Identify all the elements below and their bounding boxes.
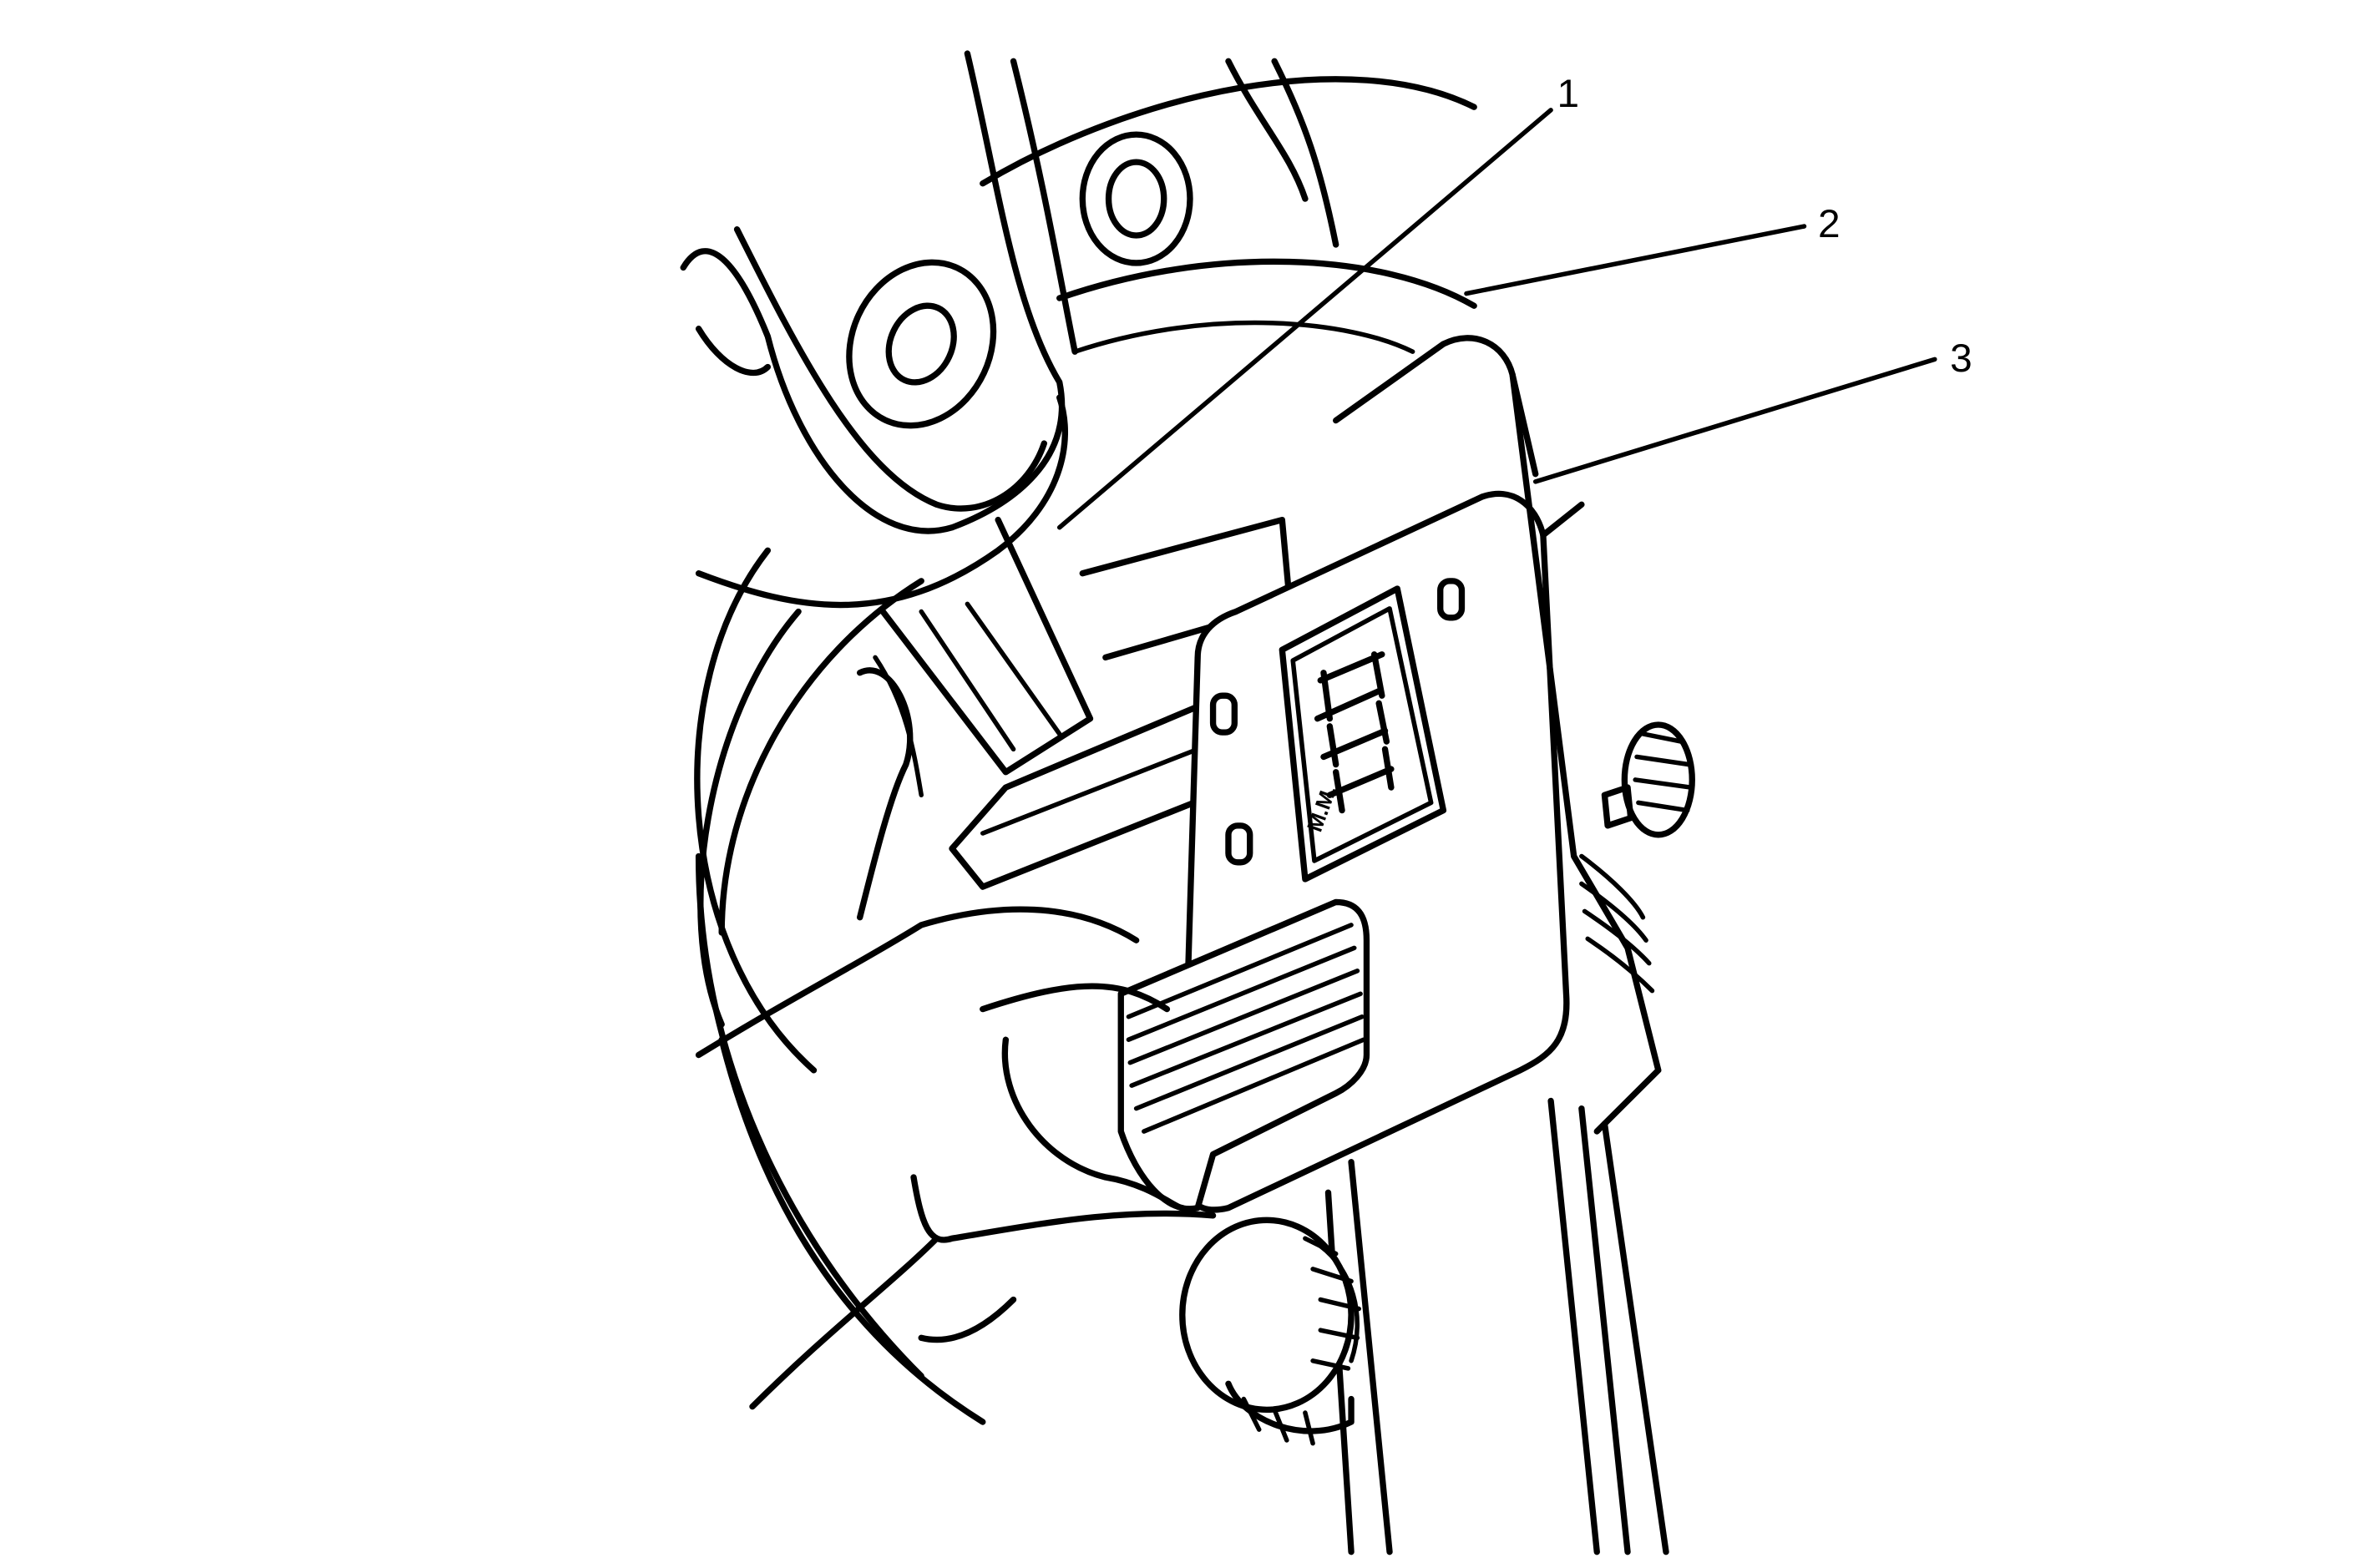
lcd-digits [1314,651,1395,814]
hub-bolt [1079,131,1193,266]
leader-line-2 [1464,224,1807,296]
caliper-grip-pad [1117,898,1370,1212]
suspension-knuckle [680,50,1078,609]
technician-hand [695,655,1217,1410]
callout-2: 2 [1818,202,1841,246]
leader-line-1 [1056,108,1553,530]
callout-labels: 1 2 3 [1557,72,1972,381]
brake-rotor-edge [879,516,1294,776]
callout-1: 1 [1557,72,1579,116]
caliper-beam [1324,1097,1669,1555]
locking-knob [1179,1217,1362,1446]
leader-line-3 [1532,357,1937,484]
wheel-hub-rings [694,58,1477,1425]
caliper-jaw [949,700,1217,890]
callout-3: 3 [1950,336,1972,381]
callout-leader-lines [1056,108,1937,530]
